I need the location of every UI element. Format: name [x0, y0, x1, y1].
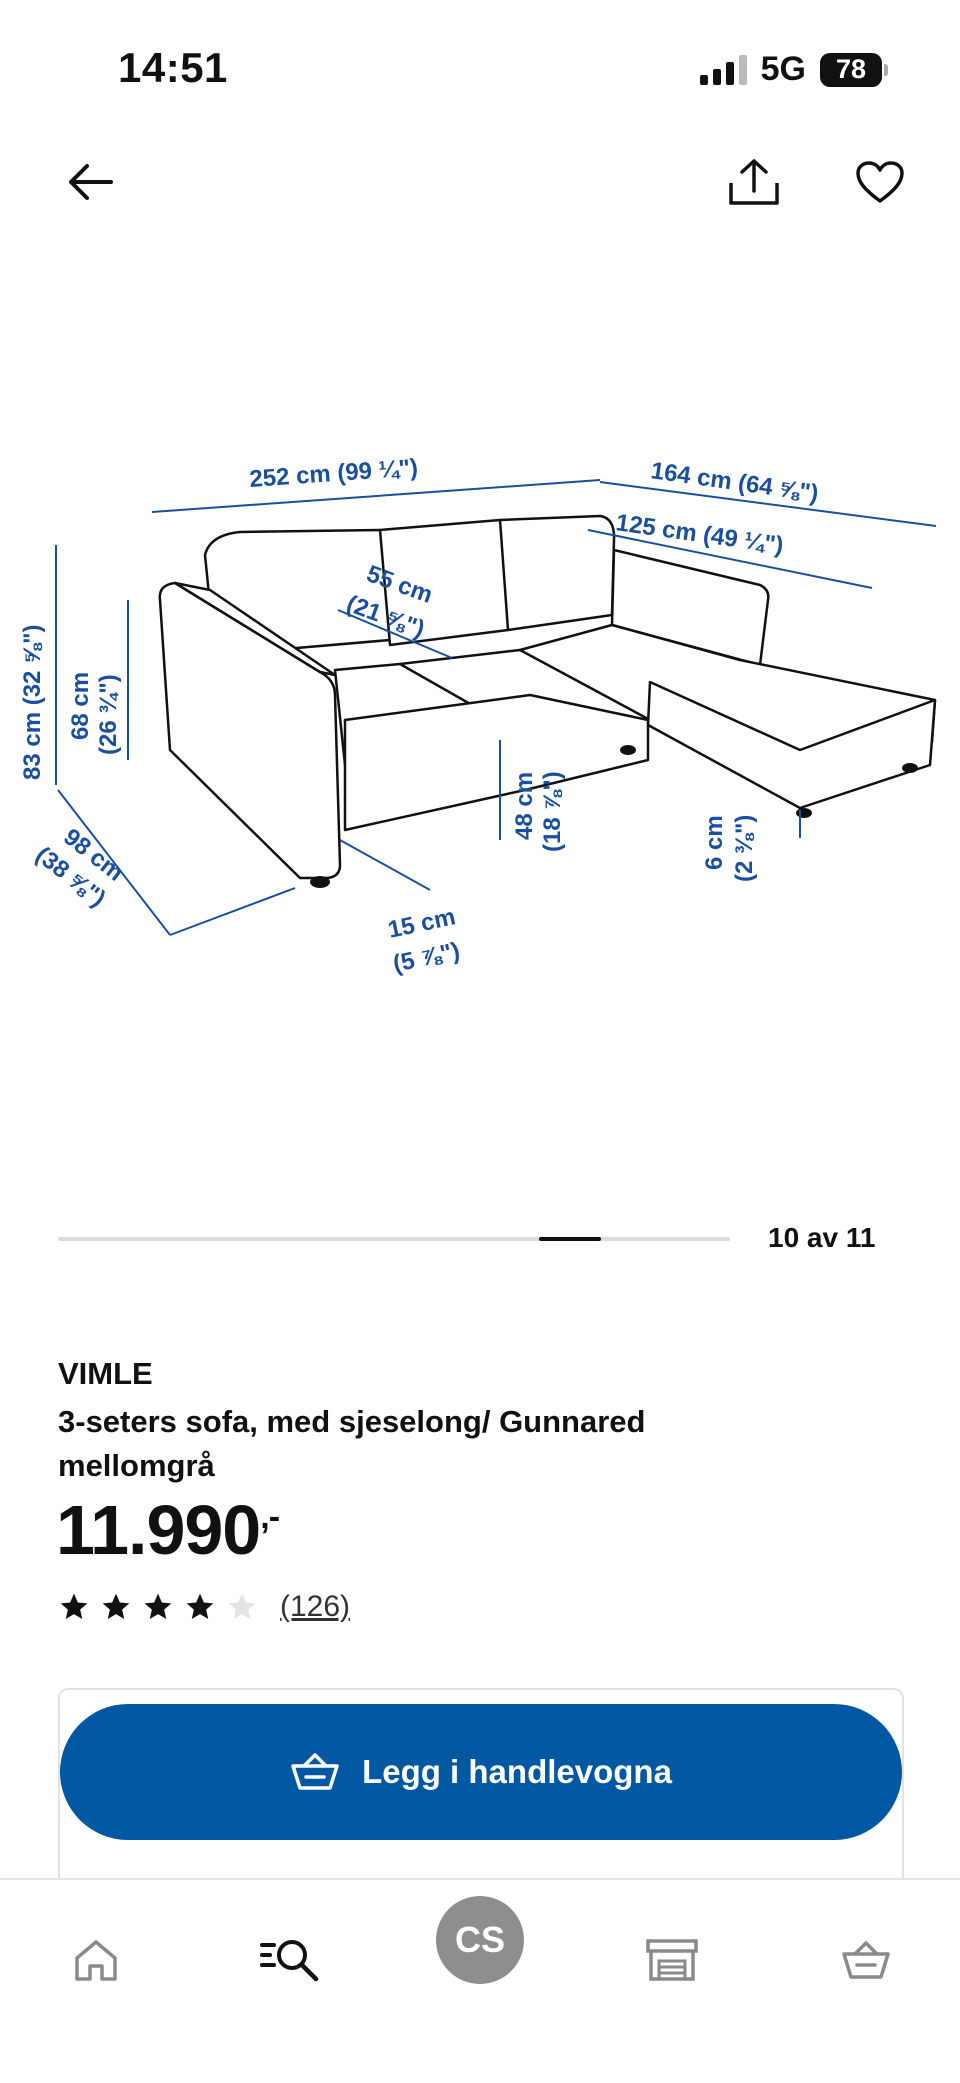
dim-leg-height: 6 cm [701, 815, 728, 870]
add-to-cart-card [58, 1688, 904, 1890]
dim-arm-width-in: (5 ⅞") [391, 937, 463, 977]
carousel-counter: 10 av 11 [768, 1222, 876, 1253]
bottom-navigation: CS [0, 1878, 960, 2083]
nav-home[interactable] [56, 1920, 136, 2000]
review-count-link[interactable]: (126) [280, 1590, 351, 1623]
status-indicators: 5G 78 [699, 50, 888, 89]
product-name: VIMLE [58, 1356, 153, 1391]
carousel-progress-track[interactable] [58, 1237, 730, 1241]
nav-cart[interactable] [826, 1920, 906, 2000]
dim-arm-height-in: (26 ¾") [95, 674, 122, 755]
dim-arm-width: 15 cm [386, 903, 458, 944]
add-to-cart-button[interactable]: Legg i handlevogna [60, 1704, 902, 1840]
dim-leg-height-in: (2 ⅜") [731, 815, 758, 882]
battery-level: 78 [835, 54, 867, 84]
nav-profile-avatar[interactable]: CS [436, 1896, 524, 1984]
back-button[interactable] [58, 150, 122, 214]
home-icon [75, 1940, 117, 1981]
status-time: 14:51 [118, 44, 228, 91]
star-icon [228, 1593, 256, 1619]
dim-arm-height: 68 cm [67, 672, 94, 740]
star-icon [186, 1593, 214, 1619]
product-price: 11.990,- [56, 1490, 280, 1570]
dim-total-height: 83 cm (32 ⅝") [19, 625, 46, 780]
search-icon [260, 1940, 319, 1982]
dim-seat-height: 48 cm [511, 772, 538, 840]
signal-icon [699, 54, 747, 85]
star-icon [102, 1593, 130, 1619]
basket-icon [842, 1941, 890, 1979]
star-icon [60, 1593, 88, 1619]
favorite-button[interactable] [848, 150, 912, 214]
dim-seat-height-in: (18 ⅞") [539, 771, 566, 852]
store-icon [646, 1939, 698, 1981]
product-rating[interactable]: (126) [58, 1590, 350, 1624]
nav-stores[interactable] [632, 1920, 712, 2000]
share-button[interactable] [722, 150, 786, 214]
battery-icon: 78 [820, 52, 888, 87]
arrow-left-icon [69, 164, 113, 200]
heart-icon [856, 161, 904, 203]
basket-icon [291, 1753, 339, 1790]
nav-search[interactable] [250, 1920, 330, 2000]
product-description: 3-seters sofa, med sjeselong/ Gunnared m… [58, 1404, 646, 1483]
sofa-dimension-diagram: 252 cm (99 ¼") 164 cm (64 ⅝") 125 cm (49… [19, 454, 937, 978]
dim-total-width: 252 cm (99 ¼") [249, 454, 419, 493]
dimension-lines [55, 479, 937, 936]
carousel-progress-thumb [539, 1237, 601, 1241]
star-icon [144, 1593, 172, 1619]
add-to-cart-label: Legg i handlevogna [362, 1753, 672, 1790]
sofa-illustration [158, 514, 937, 888]
network-type: 5G [760, 50, 806, 88]
share-icon [729, 159, 779, 205]
price-value: 11.990 [56, 1491, 261, 1569]
price-suffix: ,- [260, 1498, 280, 1536]
